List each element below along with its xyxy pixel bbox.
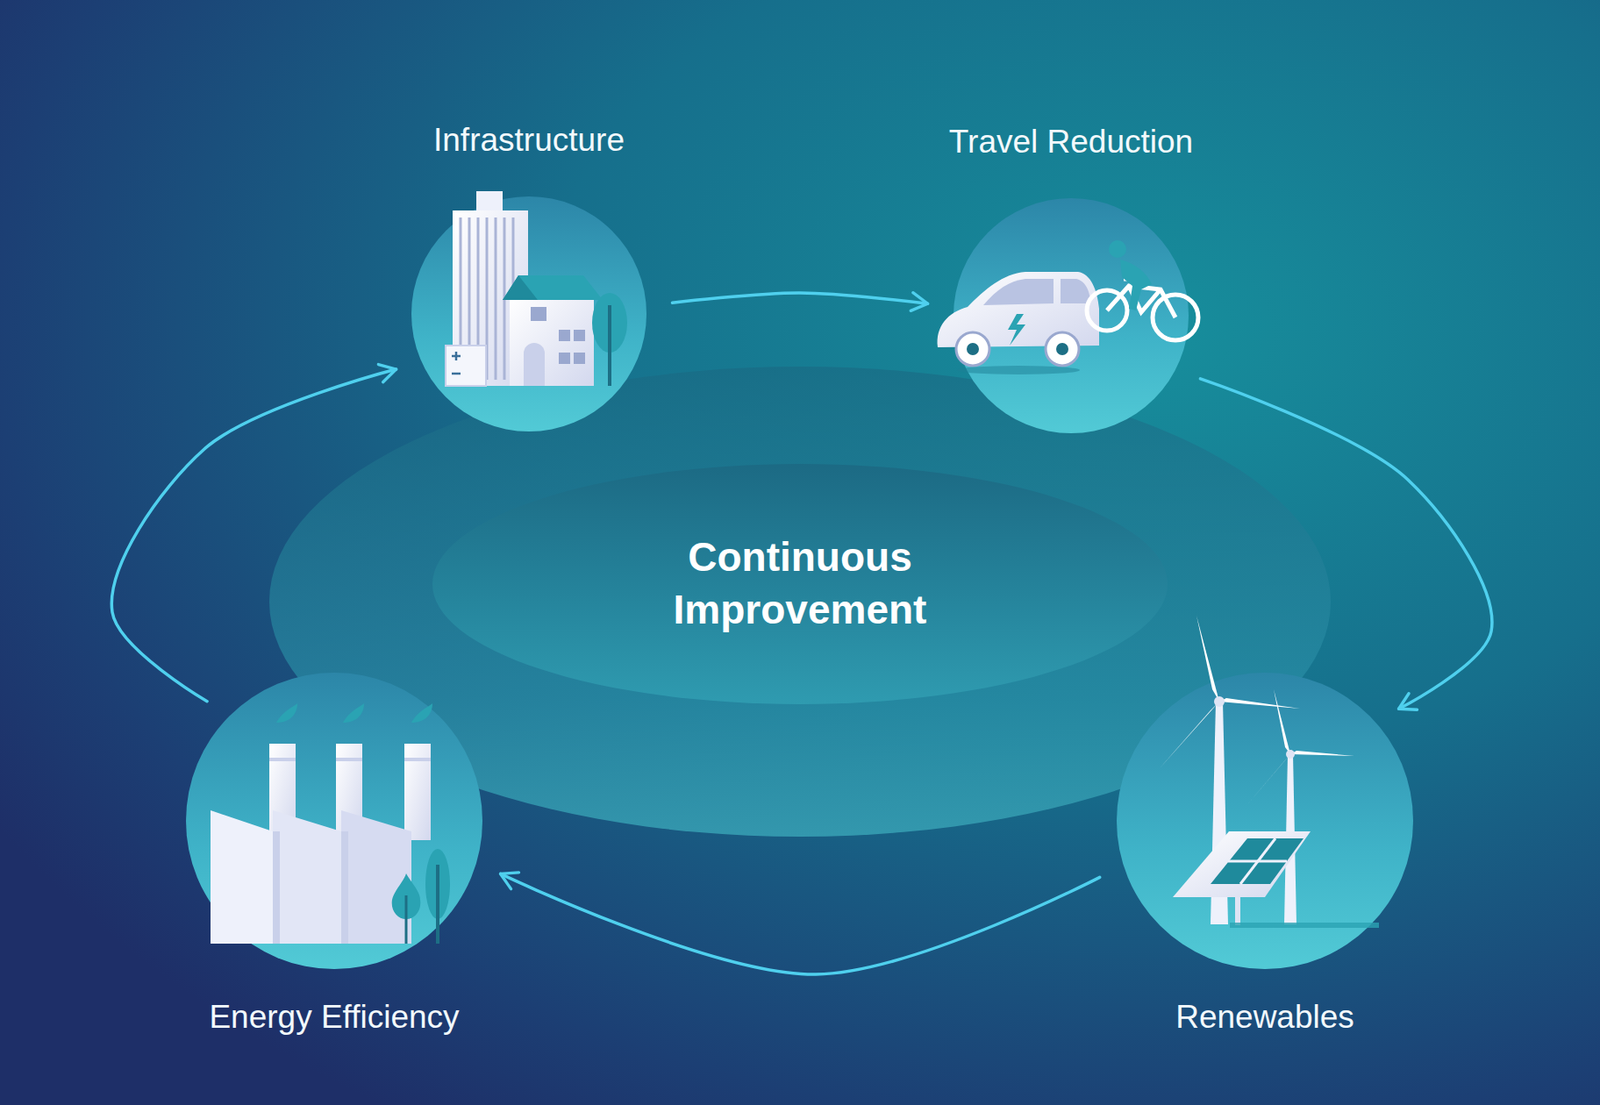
node-label: Travel Reduction [949,123,1193,162]
travel-icon [937,198,1199,434]
node-label: Infrastructure [433,121,625,160]
node-label: Renewables [1175,999,1355,1037]
cycle-arrow [500,873,1100,975]
cycle-arrow [1200,378,1492,709]
cycle-arrow [672,292,929,304]
center-label: Continuous Improvement [650,531,950,637]
step-circle: Renewables [1116,672,1414,970]
step-circle: Travel Reduction [953,198,1189,434]
cycle-arrow [111,369,396,702]
step-circle: Energy Efficiency [185,672,483,970]
energy-efficiency-icon [185,672,483,970]
infrastructure-icon [411,191,647,432]
renewables-icon [1116,615,1414,970]
center-ellipse: Continuous Improvement [432,464,1168,705]
node-label: Energy Efficiency [208,999,459,1037]
step-circle: Infrastructure [411,196,647,432]
